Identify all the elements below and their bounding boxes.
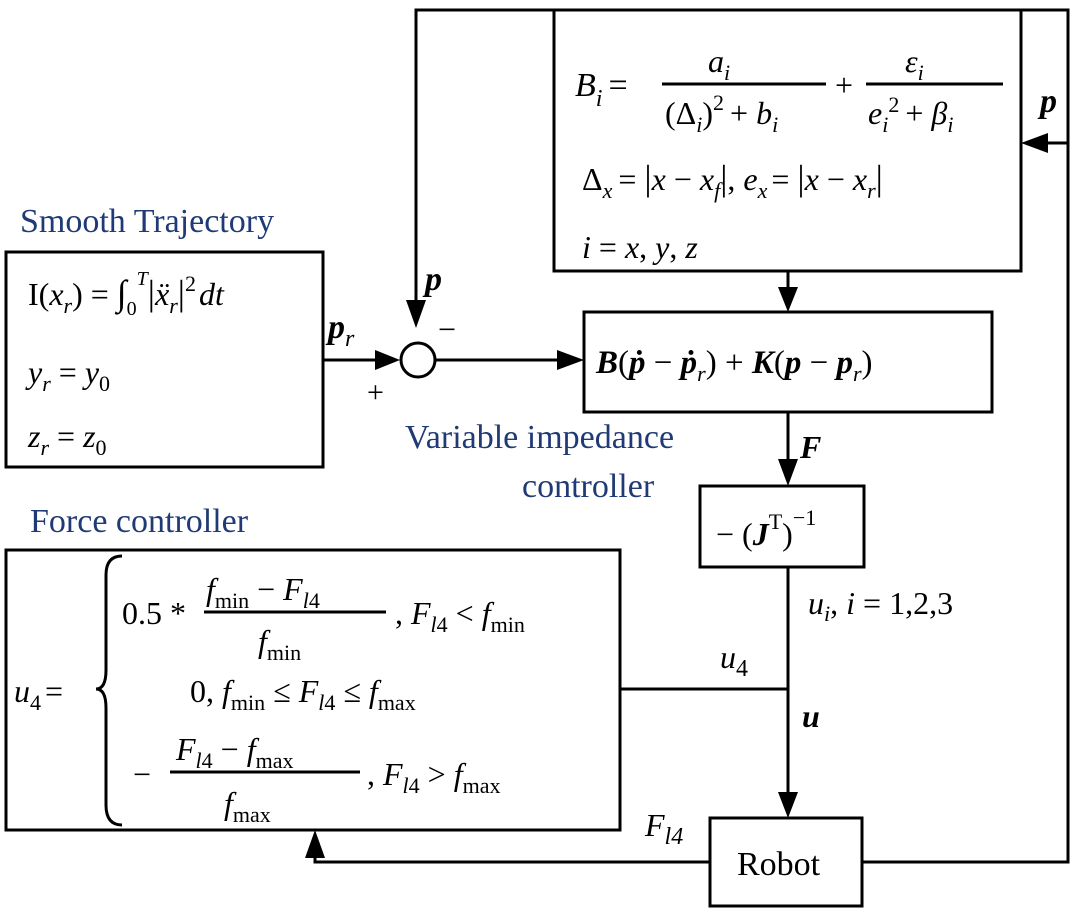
svg-text:0.5 *: 0.5 * [122,595,186,631]
arrowhead-error-to-law [557,350,584,370]
arrowhead-p-to-params [1021,133,1048,153]
robot-block [708,816,864,908]
svg-text:+: + [835,67,853,103]
svg-text:i = x, y, z: i = x, y, z [582,229,698,265]
feedback-wire-p-outer [414,8,1070,864]
signal-label-ui: ui, i = 1,2,3 [808,585,953,626]
force-controller-block [4,548,622,832]
equation-force-controller: u4= 0.5 * fmin − Fl4 fmin , Fl4 < fmin 0… [14,554,525,827]
equation-trajectory-z: zr = z0 [27,418,107,460]
signal-label-p-top: p [422,261,442,298]
arrowhead-p-to-sum [406,300,426,328]
signal-label-F: F [799,429,821,465]
svg-text:zr = z0: zr = z0 [27,418,107,460]
signal-label-p-right: p [1037,83,1057,120]
svg-text:Δx= |x − xf|, ex= |x − xr|: Δx= |x − xf|, ex= |x − xr| [582,158,883,203]
signal-label-p-r: pr [325,309,355,352]
controller-label: controller [522,468,655,505]
equation-trajectory-y: yr = y0 [25,354,110,396]
svg-text:, Fl4 < fmin: , Fl4 < fmin [395,595,525,637]
arrowhead-F [778,459,798,486]
trajectory-block [4,250,325,469]
svg-text:Fl4 − fmax: Fl4 − fmax [175,731,294,773]
summing-junction [399,341,437,379]
equation-index: i = x, y, z [582,229,698,265]
signal-label-Fl4: Fl4 [644,807,683,850]
svg-text:0, fmin ≤ Fl4 ≤ fmax: 0, fmin ≤ Fl4 ≤ fmax [190,673,416,715]
signal-label-u4: u4 [720,639,748,682]
arrowhead-u [778,792,798,818]
wire-Fl4 [313,855,710,864]
equation-B: Bi= ai (Δi)2+ bi + εi ei2+ βi [575,43,1003,137]
impedance-law-block [582,310,994,414]
jacobian-block [698,484,866,569]
variable-impedance-label: Variable impedance [405,419,674,456]
signal-label-u: u [802,698,820,734]
svg-text:ei2+ βi: ei2+ βi [868,92,953,137]
equation-impedance-law: B(ṗ − ṗr) + K(p − pr) [595,345,873,386]
svg-text:yr = y0: yr = y0 [25,354,110,396]
impedance-parameter-block [552,8,1023,273]
robot-label: Robot [737,846,821,883]
arrowhead-pr-to-sum [375,350,400,370]
arrowhead-params-to-law [778,287,798,312]
plus-sign: + [367,376,384,409]
svg-text:−: − [133,756,151,792]
equation-delta: Δx= |x − xf|, ex= |x − xr| [582,158,883,203]
smooth-trajectory-label: Smooth Trajectory [20,203,274,240]
arrowhead-Fl4 [305,830,325,858]
svg-text:B(ṗ − ṗr) + K(p − pr): B(ṗ − ṗr) + K(p − pr) [595,345,873,386]
minus-sign: − [438,311,456,347]
svg-text:(Δi)2+ bi: (Δi)2+ bi [665,90,778,137]
force-controller-label: Force controller [30,503,249,540]
